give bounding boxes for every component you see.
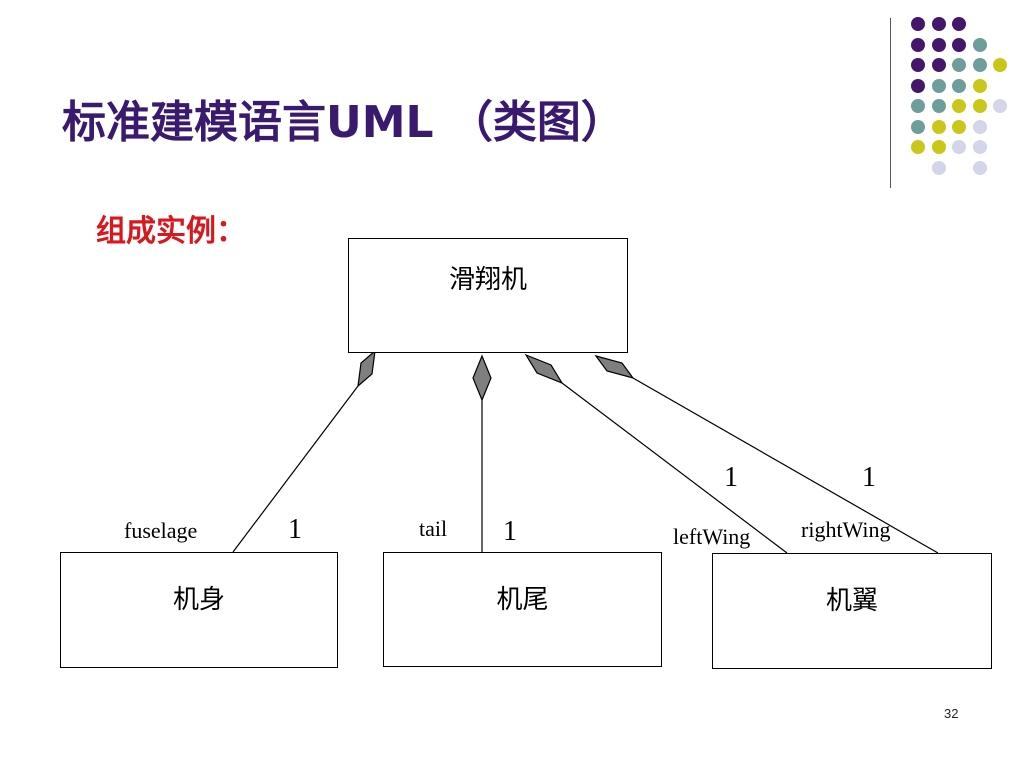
decorative-dot — [993, 58, 1007, 72]
class-tail: 机尾 — [383, 552, 662, 667]
role-left-wing: leftWing — [673, 524, 751, 549]
decorative-dot — [911, 17, 925, 31]
decorative-dot — [952, 17, 966, 31]
decorative-dot — [931, 119, 946, 134]
class-fuselage-name: 机身 — [172, 585, 225, 615]
decorative-dot — [972, 160, 987, 175]
multiplicity-tail: 1 — [503, 516, 517, 547]
composition-diamond-fuselage — [357, 349, 376, 388]
decorative-dot — [972, 58, 987, 72]
class-tail-name: 机尾 — [496, 585, 549, 615]
multiplicity-left-wing: 1 — [724, 462, 738, 493]
decorative-dot — [972, 78, 987, 93]
decorative-dot — [952, 58, 966, 72]
decorative-dot — [911, 58, 925, 72]
class-wing-name: 机翼 — [825, 586, 878, 616]
decorative-dot — [911, 99, 925, 113]
multiplicity-right-wing: 1 — [862, 462, 876, 493]
decorative-dot — [911, 37, 925, 52]
decorative-dot — [911, 119, 925, 134]
decorative-dot — [972, 119, 987, 134]
class-glider: 滑翔机 — [348, 238, 628, 353]
decorative-dot — [993, 99, 1007, 113]
decorative-dot — [972, 37, 987, 52]
link-left-wing — [561, 382, 788, 554]
link-right-wing — [632, 377, 939, 554]
decorative-dot — [911, 78, 925, 93]
decorative-dot — [952, 119, 966, 134]
class-wing: 机翼 — [712, 553, 992, 669]
decorative-dot — [952, 37, 966, 52]
slide-title: 标准建模语言UML （类图） — [62, 97, 625, 148]
role-right-wing: rightWing — [801, 517, 891, 542]
vertical-divider — [890, 18, 891, 188]
decorative-dot — [931, 37, 946, 52]
composition-diamond-right-wing — [594, 354, 635, 380]
decorative-dot — [972, 140, 987, 154]
role-fuselage: fuselage — [124, 518, 198, 543]
decorative-dot — [931, 58, 946, 72]
decorative-dot — [952, 99, 966, 113]
decorative-dot — [952, 78, 966, 93]
multiplicity-fuselage: 1 — [288, 514, 302, 545]
decorative-dot — [952, 140, 966, 154]
composition-diamond-tail — [472, 354, 492, 402]
decorative-dot — [931, 99, 946, 113]
slide-subtitle: 组成实例： — [96, 214, 246, 249]
class-fuselage: 机身 — [60, 552, 338, 668]
decorative-dot — [931, 140, 946, 154]
decorative-dot — [911, 140, 925, 154]
link-fuselage — [232, 385, 359, 553]
role-tail: tail — [419, 516, 448, 541]
composition-diamond-left-wing — [524, 353, 564, 385]
decorative-dot — [931, 78, 946, 93]
decorative-dot — [931, 160, 946, 175]
page-number: 32 — [944, 706, 959, 721]
class-glider-name: 滑翔机 — [448, 265, 527, 295]
decorative-dot — [931, 17, 946, 31]
decorative-dot — [972, 99, 987, 113]
